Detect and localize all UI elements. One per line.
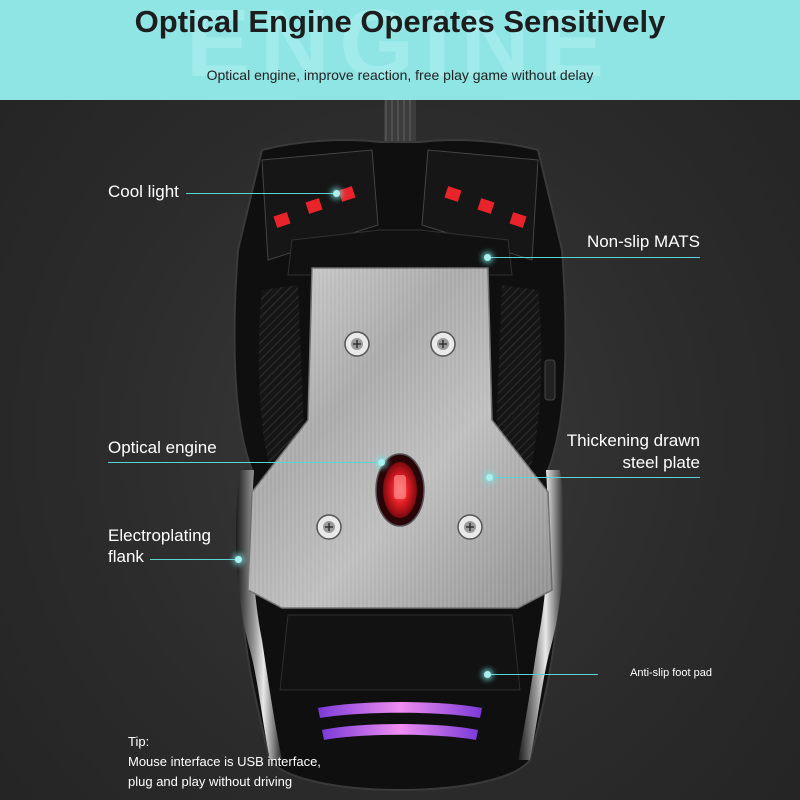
leader-dot-steel-plate	[486, 474, 493, 481]
leader-dot-foot-pad	[484, 671, 491, 678]
leader-optical-engine	[108, 462, 381, 463]
callout-cool-light: Cool light	[108, 182, 179, 201]
right-grip-texture	[495, 285, 542, 470]
callout-flank-line1: Electroplating	[108, 526, 212, 545]
leader-non-slip-mats	[488, 257, 700, 258]
side-button	[544, 359, 556, 401]
callout-non-slip-mats: Non-slip MATS	[586, 232, 700, 251]
leader-dot-optical-engine	[378, 459, 385, 466]
leader-dot-flank	[235, 556, 242, 563]
callout-steel-plate-line1: Thickening drawn	[566, 431, 700, 450]
leader-dot-cool-light	[333, 190, 340, 197]
tip-block: Tip: Mouse interface is USB interface, p…	[128, 732, 321, 792]
leader-dot-non-slip-mats	[484, 254, 491, 261]
tip-line-2: plug and play without driving	[128, 774, 293, 789]
callout-optical-engine: Optical engine	[108, 438, 217, 457]
leader-steel-plate	[490, 477, 700, 478]
callout-flank-line2: flank	[108, 547, 144, 566]
page-subtitle: Optical engine, improve reaction, free p…	[206, 67, 594, 83]
tip-line-1: Mouse interface is USB interface,	[128, 754, 321, 769]
leader-foot-pad	[488, 674, 598, 675]
right-chrome-flank	[518, 470, 565, 760]
left-chrome-flank	[235, 470, 282, 760]
optical-sensor-icon	[375, 453, 425, 527]
header-banner: ENGINE Optical Engine Operates Sensitive…	[0, 0, 800, 100]
front-non-slip-mat	[287, 229, 513, 276]
rgb-strip-icon	[318, 702, 482, 740]
screw-icon	[316, 331, 483, 540]
callout-steel-plate-line2: steel plate	[622, 453, 701, 472]
header-watermark: ENGINE	[185, 0, 615, 97]
tip-heading: Tip:	[128, 734, 150, 749]
page-title: Optical Engine Operates Sensitively	[134, 4, 666, 39]
callout-foot-pad: Anti-slip foot pad	[630, 667, 712, 679]
leader-cool-light	[186, 193, 336, 194]
rear-non-slip-area	[279, 614, 521, 691]
left-grip-texture	[258, 285, 305, 470]
led-light-icon	[273, 186, 527, 228]
leader-flank	[150, 559, 238, 560]
